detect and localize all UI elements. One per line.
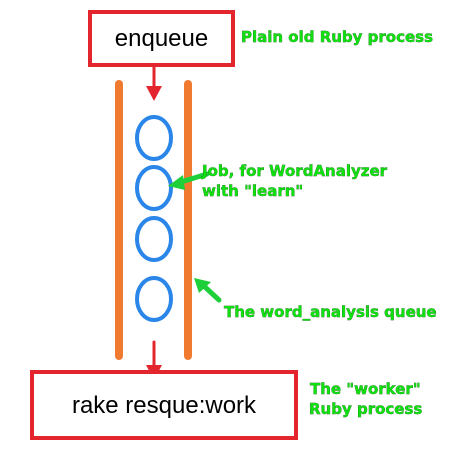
enqueue-box-border — [88, 10, 235, 67]
job-annotation-arrow — [168, 171, 210, 190]
enqueue-to-queue-arrow — [146, 64, 162, 101]
queue — [115, 80, 192, 360]
queue-note: The word_analysis queue — [224, 303, 437, 321]
enqueue-box: enqueue — [88, 10, 235, 67]
worker-note-line2: Ruby process — [309, 400, 422, 418]
queue-annotation-arrow — [194, 278, 222, 303]
queue-arrow-head — [194, 278, 211, 293]
queue-arrow-shaft — [202, 284, 222, 303]
job-arrow-head — [168, 175, 185, 190]
job-arrow-shaft — [178, 171, 210, 185]
job-note-line1: Job, for WordAnalyzer — [201, 162, 388, 180]
producer-note: Plain old Ruby process — [241, 28, 433, 46]
enqueue-label: enqueue — [115, 25, 208, 52]
job-circle — [135, 115, 173, 161]
job-circle — [135, 165, 173, 211]
job-circle — [135, 216, 173, 262]
worker-label: rake resque:work — [72, 392, 257, 419]
job-note-line2: with "learn" — [202, 182, 303, 200]
worker-note-line1: The "worker" — [310, 380, 421, 398]
worker-box: rake resque:work — [30, 370, 298, 440]
enqueue-arrow-head — [146, 86, 162, 101]
job-circle — [135, 276, 173, 322]
worker-box-border — [30, 370, 298, 440]
